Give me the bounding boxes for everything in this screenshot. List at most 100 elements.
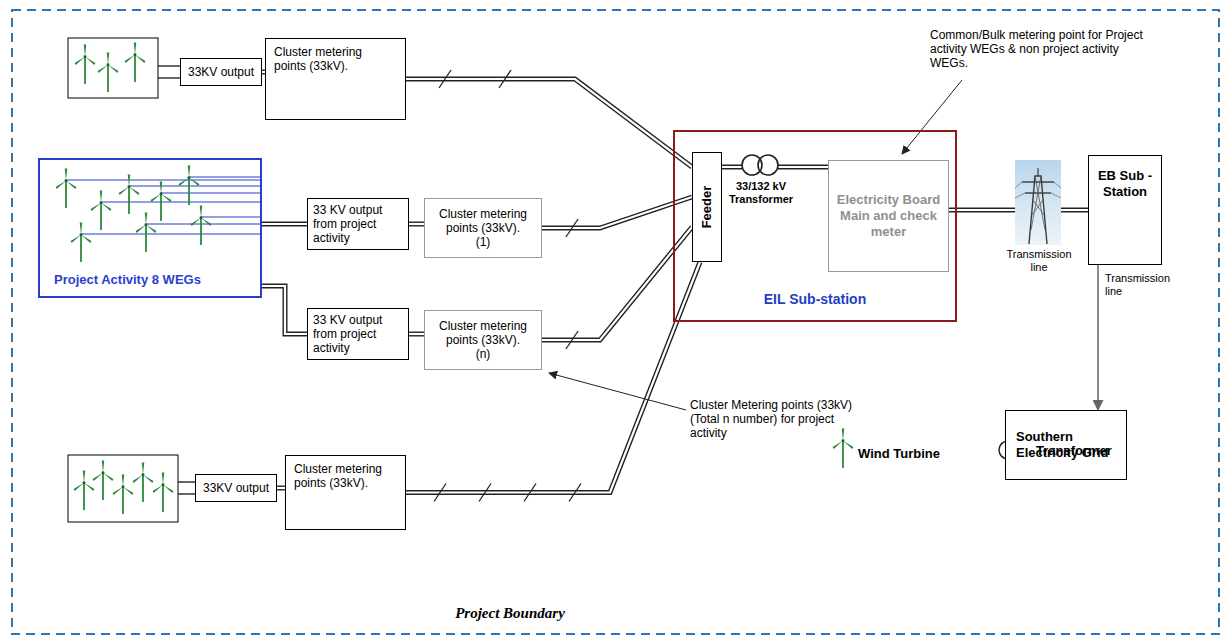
eb-substation-box: EB Sub - Station (1088, 155, 1162, 265)
cable-line (158, 65, 180, 66)
output-box: 33 KV output from project activity (307, 308, 409, 360)
connector-gap (409, 223, 424, 225)
connector-gap (542, 227, 692, 340)
cable-line (178, 481, 195, 482)
connector-line (262, 286, 307, 334)
pole-tick (439, 70, 451, 88)
output-box: 33KV output (180, 58, 262, 86)
line-label: Transmission line (1006, 248, 1072, 274)
connector (262, 286, 307, 334)
cable-line (158, 77, 180, 78)
wind-turbine (119, 174, 140, 214)
connector-line (406, 79, 692, 167)
wind-turbine (71, 222, 92, 262)
legend-text: Transformer (1036, 443, 1112, 459)
wind-turbine (113, 474, 134, 514)
output-box: 33 KV output from project activity (307, 198, 409, 250)
node-text: Cluster metering points (33kV). (431, 319, 535, 347)
connector (262, 224, 307, 225)
transformer-symbol (742, 155, 762, 175)
wind-turbine (136, 212, 157, 252)
node-text: EB Sub - Station (1093, 168, 1157, 200)
cluster-meter-box: Cluster metering points (33kV).(1) (424, 198, 542, 258)
wind-turbine (151, 181, 172, 221)
tower-lattice (1031, 176, 1045, 230)
wind-turbine (125, 42, 146, 82)
tower-top (1037, 168, 1038, 176)
connector (406, 262, 700, 502)
leader-line (902, 80, 962, 154)
node-text: 33 KV output from project activity (313, 203, 403, 245)
cluster-meter-box: Cluster metering points (33kV). (265, 38, 406, 120)
connector-gap (262, 286, 307, 334)
pole-tick (569, 484, 581, 502)
node-text: Cluster metering points (33kV). (294, 462, 397, 490)
tower-legs (1029, 176, 1047, 244)
connector-line (542, 197, 692, 228)
tower-wires (1015, 182, 1061, 198)
connector-line (262, 222, 307, 227)
turbine-cable (129, 186, 262, 187)
connector-gap (409, 333, 424, 335)
connector (542, 197, 692, 237)
callout-note: Cluster Metering points (33kV) (Total n … (690, 398, 865, 440)
pole-tick (566, 219, 578, 237)
pole-tick (524, 484, 536, 502)
node-text: 33KV output (188, 65, 254, 79)
substation-box: EIL Sub-stationFeederElectricity Board M… (673, 130, 957, 322)
connector (409, 334, 424, 335)
output-box: 33KV output (195, 474, 277, 502)
turbine-cable (146, 224, 262, 225)
turbine-cable (189, 177, 262, 178)
transformer-symbol (758, 155, 778, 175)
pole-tick (479, 484, 491, 502)
feeder-box: Feeder (692, 152, 722, 262)
pole-tick (566, 331, 578, 349)
turbine-group-box (68, 455, 178, 522)
callout-note: Common/Bulk metering point for Project a… (930, 28, 1145, 70)
turbine-cable (81, 234, 262, 235)
turbine-group-box (68, 38, 158, 98)
turbine-cable (101, 202, 262, 203)
connector (409, 224, 424, 225)
wind-turbine (133, 462, 154, 502)
wind-turbine (56, 168, 77, 208)
node-text: 33KV output (203, 481, 269, 495)
boundary-label: Project Boundary (410, 604, 610, 622)
legend-turbine-icon (833, 428, 854, 468)
wind-turbine (93, 460, 114, 500)
leader-line (549, 373, 686, 410)
connector-gap (406, 262, 700, 493)
wind-turbine (75, 44, 96, 84)
turbine-cable (66, 180, 262, 181)
wind-turbine (153, 472, 174, 512)
line-label: Transmission line (1105, 272, 1175, 298)
node-text: Cluster metering points (33kV). (431, 207, 535, 235)
wind-turbine (191, 205, 212, 245)
node-text: (1) (476, 235, 491, 249)
connector (406, 70, 692, 167)
connector-line (409, 332, 424, 337)
node-text: Electricity Board Main and check meter (835, 192, 942, 240)
connector-line (409, 222, 424, 227)
connector-gap (277, 487, 285, 489)
transformer-fill (758, 155, 778, 175)
turbine-cable (201, 217, 262, 218)
node-text: Feeder (700, 186, 714, 229)
connector (1098, 265, 1099, 410)
cluster-meter-box: Cluster metering points (33kV). (285, 455, 406, 530)
meter-box: Electricity Board Main and check meter (828, 160, 949, 272)
connector (277, 488, 285, 489)
wind-turbine (74, 470, 95, 510)
connector-line (277, 486, 285, 491)
transformer-label: 33/132 kV Transformer (728, 180, 794, 206)
project-activity-box: Project Activity 8 WEGs (38, 158, 262, 298)
connector-line (406, 262, 700, 493)
connector-line (542, 227, 692, 340)
wind-turbine (179, 165, 200, 205)
node-text: 33 KV output from project activity (313, 313, 403, 355)
cable-line (178, 493, 195, 494)
